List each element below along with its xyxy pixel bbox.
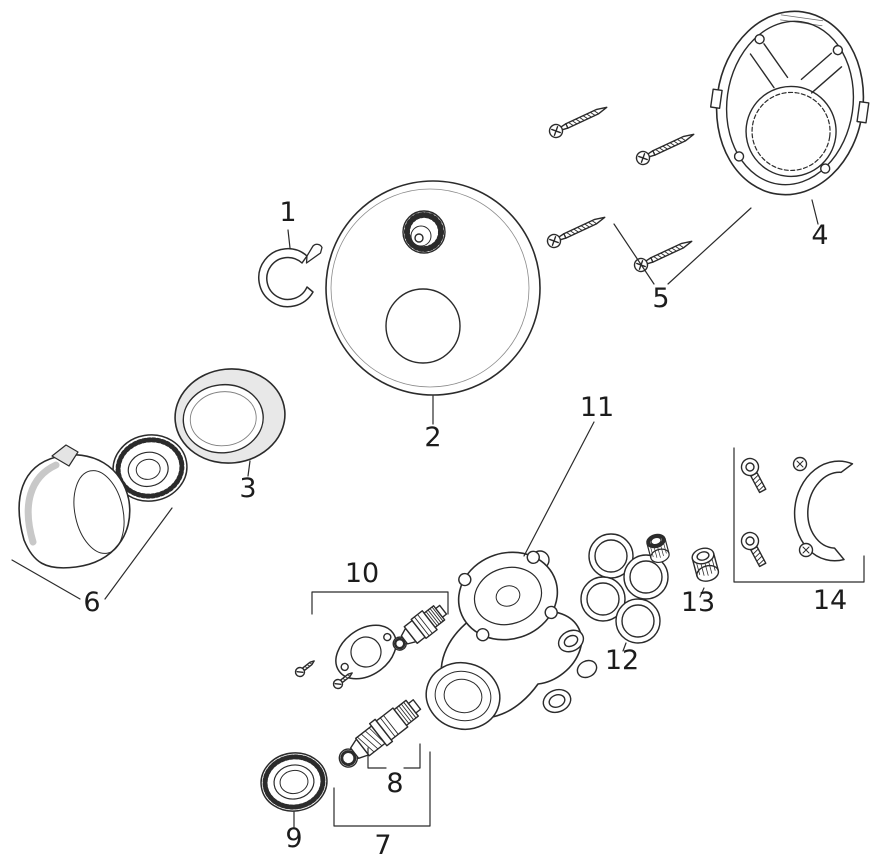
embossed-marking xyxy=(780,14,824,27)
handle-dome xyxy=(18,444,131,569)
leader-line-4 xyxy=(811,199,819,225)
mounting-plate-spokes xyxy=(749,43,843,94)
bracket-pins xyxy=(792,456,814,558)
body-bottom-port xyxy=(425,662,501,730)
leader-line-3 xyxy=(247,460,251,477)
leader-line-14 xyxy=(733,447,865,583)
part-label-13: 13 xyxy=(681,587,715,618)
escutcheon-knob xyxy=(402,210,446,254)
long-screw xyxy=(633,127,698,168)
part-label-5: 5 xyxy=(652,283,669,314)
small-screw xyxy=(292,656,318,680)
part-11-valve-body xyxy=(425,550,598,730)
leader-line-13 xyxy=(699,587,705,598)
part-label-8: 8 xyxy=(386,768,403,799)
dome-tab xyxy=(51,444,79,467)
pilot-valve xyxy=(392,604,448,651)
part-label-10: 10 xyxy=(345,558,379,589)
part-label-1: 1 xyxy=(279,197,296,228)
long-screw xyxy=(546,100,611,141)
part-8-cartridge xyxy=(338,699,422,768)
part-label-12: 12 xyxy=(605,645,639,676)
part-14-mounting-kit xyxy=(737,454,854,570)
cartridge-flange xyxy=(457,550,559,642)
part-5-screws xyxy=(544,100,698,275)
allen-screw xyxy=(737,528,771,570)
leader-lines xyxy=(11,199,865,828)
leader-line-1 xyxy=(287,229,291,249)
part-label-7: 7 xyxy=(374,830,391,861)
part-6-handle xyxy=(18,434,188,569)
body-side-ports xyxy=(542,629,598,714)
part-2-escutcheon xyxy=(325,180,541,396)
part-9-ring-nut xyxy=(260,752,328,812)
part-13-plugs xyxy=(644,531,721,585)
leader-line-6 xyxy=(11,507,173,600)
leader-line-8 xyxy=(367,743,421,769)
leader-line-5 xyxy=(613,207,752,285)
clip-tab xyxy=(305,243,323,264)
part-label-4: 4 xyxy=(811,220,828,251)
part-label-11: 11 xyxy=(580,392,614,423)
part-4-mounting-plate xyxy=(709,10,870,196)
part-labels: 1 2 3 4 5 6 7 8 9 10 11 12 13 14 xyxy=(83,197,847,861)
part-label-2: 2 xyxy=(424,422,441,453)
mounting-plate-screw-holes xyxy=(733,33,844,174)
long-screw xyxy=(544,210,609,251)
part-label-6: 6 xyxy=(83,587,100,618)
allen-screw xyxy=(737,454,771,496)
part-10-group xyxy=(292,604,448,692)
escutcheon-hole xyxy=(385,288,461,364)
plate-tab-left xyxy=(709,88,723,109)
part-label-14: 14 xyxy=(813,585,847,616)
o-ring xyxy=(615,598,661,644)
leader-line-12 xyxy=(622,642,627,652)
part-1-clip xyxy=(258,243,323,308)
check-valve-face xyxy=(647,534,665,548)
leader-line-10 xyxy=(311,591,449,615)
gasket xyxy=(335,624,397,680)
plate-tab-right xyxy=(856,101,870,124)
part-3-sleeve xyxy=(174,368,286,464)
c-bracket xyxy=(793,460,854,562)
check-valve xyxy=(689,545,721,585)
part-label-9: 9 xyxy=(285,823,302,854)
leader-line-11 xyxy=(523,421,595,557)
leader-line-7 xyxy=(333,751,431,827)
part-label-3: 3 xyxy=(239,473,256,504)
adjuster-ring xyxy=(112,434,188,502)
